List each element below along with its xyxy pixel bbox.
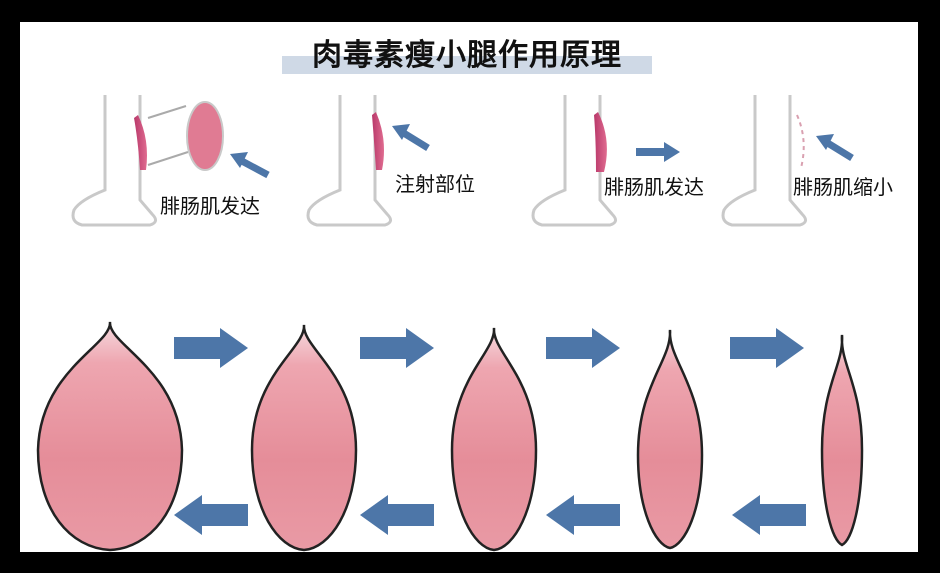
backward-arrow-4 <box>732 495 806 535</box>
backward-arrow-2 <box>360 495 434 535</box>
muscle-stage-1 <box>36 321 184 552</box>
forward-arrow-2 <box>360 328 434 368</box>
label-calf-developed-1: 腓肠肌发达 <box>160 194 260 218</box>
label-injection-site: 注射部位 <box>395 172 475 196</box>
muscle-stage-5 <box>820 334 864 547</box>
forward-arrow-4 <box>730 328 804 368</box>
muscle-stage-3 <box>450 327 538 552</box>
leg-icon-3 <box>531 95 680 227</box>
title-highlight <box>282 56 652 74</box>
title-block: 肉毒素瘦小腿作用原理 <box>282 36 652 78</box>
muscle-stage-2 <box>250 324 358 552</box>
muscle-stage-4 <box>636 329 704 550</box>
forward-arrow-3 <box>546 328 620 368</box>
backward-arrow-1 <box>174 495 248 535</box>
leg-icon-1 <box>71 95 270 227</box>
forward-arrow-1 <box>174 328 248 368</box>
backward-arrow-3 <box>546 495 620 535</box>
leg-icon-4 <box>721 95 854 227</box>
label-calf-reduced: 腓肠肌缩小 <box>793 175 893 199</box>
label-calf-developed-2: 腓肠肌发达 <box>604 175 704 199</box>
leg-icon-2 <box>306 95 430 227</box>
diagram-title: 肉毒素瘦小腿作用原理 <box>312 38 622 73</box>
